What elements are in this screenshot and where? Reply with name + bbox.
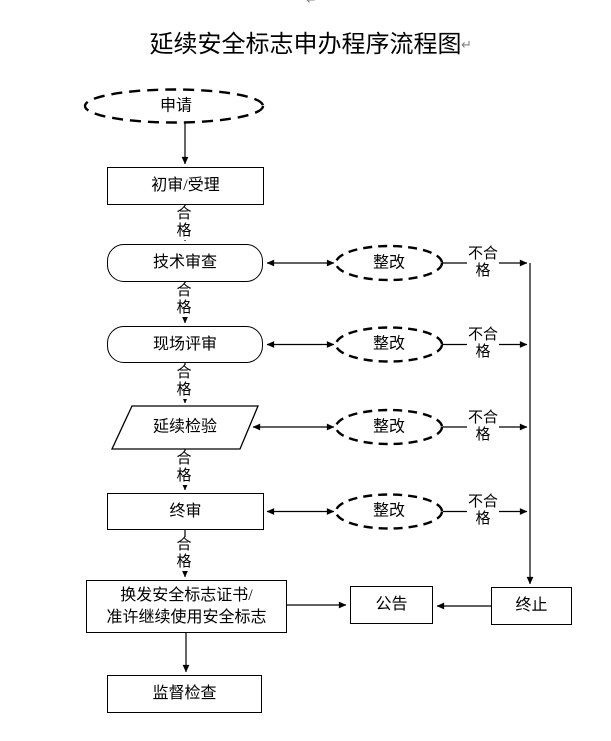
fail-label-3: 不合 格	[466, 410, 500, 444]
pass-label-4: 合 格	[175, 451, 193, 485]
fail-label-2-line2: 格	[475, 344, 491, 360]
node-onsite-review: 现场评审	[107, 326, 263, 363]
node-supervision-label: 监督检查	[152, 685, 217, 703]
node-onsite-review-label: 现场评审	[152, 335, 217, 353]
page-title: 延续安全标志申办程序流程图	[149, 32, 462, 58]
node-renewal-inspection-label: 延续检验	[152, 418, 218, 436]
node-technical-review-label: 技术审查	[152, 254, 217, 272]
fail-label-1: 不合 格	[466, 246, 500, 280]
pass-label-1: 合 格	[175, 206, 193, 240]
rectify-ellipse-4	[334, 493, 444, 530]
pass-label-2-line2: 格	[176, 300, 192, 316]
node-initial-review: 初审/受理	[107, 167, 264, 205]
rectify-ellipse-3	[334, 408, 444, 446]
pass-label-3: 合 格	[175, 365, 193, 399]
fail-label-1-line2: 格	[475, 263, 491, 279]
pass-label-2: 合 格	[175, 283, 193, 317]
pass-label-5-line2: 格	[176, 554, 192, 570]
pass-label-4-line2: 格	[176, 468, 192, 484]
renewal-inspection-parallelogram	[110, 405, 259, 450]
node-supervision: 监督检查	[107, 675, 262, 713]
pass-label-1-line1: 合	[176, 206, 192, 222]
rectify-label-1: 整改	[372, 254, 406, 272]
node-termination: 终止	[491, 587, 572, 625]
node-certificate: 换发安全标志证书/ 准许继续使用安全标志	[86, 580, 287, 633]
fail-label-3-line2: 格	[475, 427, 491, 443]
node-technical-review: 技术审查	[107, 244, 263, 282]
fail-label-4-line1: 不合	[467, 494, 499, 510]
pass-label-5: 合 格	[175, 537, 193, 571]
rectify-label-2: 整改	[372, 335, 406, 353]
node-apply-label: 申请	[159, 97, 193, 115]
pass-label-1-line2: 格	[176, 223, 192, 239]
node-certificate-label-line1: 换发安全标志证书/	[120, 587, 253, 605]
pass-label-3-line2: 格	[176, 382, 192, 398]
fail-label-4-line2: 格	[475, 511, 491, 527]
node-announcement: 公告	[350, 586, 433, 624]
node-announcement-label: 公告	[375, 596, 408, 614]
pass-label-4-line1: 合	[176, 451, 192, 467]
apply-ellipse	[83, 88, 265, 124]
rectify-label-4: 整改	[372, 502, 406, 520]
fail-label-3-line1: 不合	[467, 410, 499, 426]
node-final-review: 终审	[107, 493, 264, 530]
node-certificate-label-line2: 准许继续使用安全标志	[106, 608, 267, 626]
fail-label-2-line1: 不合	[467, 327, 499, 343]
node-termination-label: 终止	[515, 597, 548, 615]
pass-label-5-line1: 合	[176, 537, 192, 553]
rectify-label-3: 整改	[372, 418, 406, 436]
pass-label-3-line1: 合	[176, 365, 192, 381]
node-final-review-label: 终审	[169, 502, 202, 520]
node-initial-review-label: 初审/受理	[151, 177, 220, 195]
paragraph-mark-title: ↵	[461, 38, 472, 53]
fail-label-1-line1: 不合	[467, 246, 499, 262]
paragraph-mark-top: ↵	[306, 0, 317, 8]
pass-label-2-line1: 合	[176, 283, 192, 299]
fail-label-2: 不合 格	[466, 327, 500, 361]
fail-label-4: 不合 格	[466, 494, 500, 528]
